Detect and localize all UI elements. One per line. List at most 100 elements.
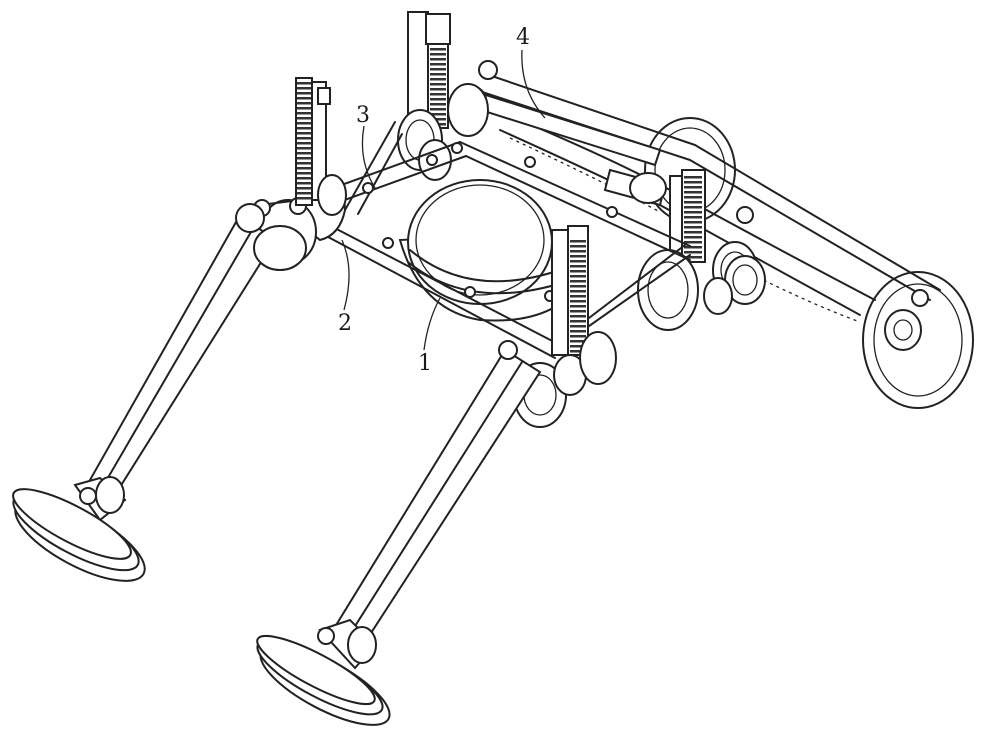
rear-gear-wheels <box>397 83 766 331</box>
rack-tooth <box>570 310 586 313</box>
front-left-rack-post <box>295 77 331 206</box>
rack-tooth <box>684 246 702 249</box>
rack-tooth <box>570 285 586 288</box>
rack-tooth <box>684 176 702 179</box>
rack-tooth <box>297 82 311 85</box>
rack-tooth <box>297 162 311 165</box>
callout-2: 2 <box>338 239 352 336</box>
left-suction-foot <box>12 488 146 582</box>
right-front-suction-foot <box>256 634 391 726</box>
rack-tooth <box>297 137 311 140</box>
rack-tooth <box>430 73 446 76</box>
rack-tooth <box>297 182 311 185</box>
rack-tooth <box>297 172 311 175</box>
rack-tooth <box>570 245 586 248</box>
rack-tooth <box>297 157 311 160</box>
rack-tooth <box>430 63 446 66</box>
rack-tooth <box>430 98 446 101</box>
rack-tooth <box>684 231 702 234</box>
rack-tooth <box>570 295 586 298</box>
front-gear-wheels <box>317 174 617 428</box>
rack-tooth <box>570 315 586 318</box>
rear-left-rack-post <box>407 11 451 129</box>
rack-tooth <box>297 117 311 120</box>
rack-tooth <box>297 107 311 110</box>
callout-1: 1 <box>418 297 441 376</box>
rack-tooth <box>297 197 311 200</box>
front-right-rack-post <box>551 225 589 356</box>
rack-tooth <box>430 108 446 111</box>
right-front-leg <box>317 340 542 670</box>
rack-tooth <box>570 340 586 343</box>
rack-tooth <box>297 152 311 155</box>
rack-tooth <box>570 330 586 333</box>
rack-tooth <box>430 58 446 61</box>
rack-tooth <box>684 236 702 239</box>
rack-tooth <box>684 211 702 214</box>
rack-tooth <box>430 93 446 96</box>
rack-tooth <box>684 186 702 189</box>
rack-tooth <box>570 275 586 278</box>
label-2: 2 <box>338 311 352 336</box>
rack-tooth <box>297 102 311 105</box>
rack-tooth <box>430 68 446 71</box>
rack-tooth <box>684 241 702 244</box>
rack-tooth <box>684 191 702 194</box>
rack-tooth <box>684 256 702 259</box>
rack-tooth <box>570 300 586 303</box>
rack-tooth <box>430 88 446 91</box>
rack-tooth <box>297 142 311 145</box>
central-body-1 <box>398 179 587 322</box>
rack-tooth <box>430 118 446 121</box>
rack-tooth <box>297 177 311 180</box>
rack-tooth <box>430 53 446 56</box>
rack-tooth <box>570 280 586 283</box>
rack-tooth <box>570 240 586 243</box>
rack-tooth <box>297 192 311 195</box>
rack-tooth <box>684 226 702 229</box>
rack-tooth <box>570 335 586 338</box>
right-suction-cup <box>862 271 974 409</box>
rack-tooth <box>570 250 586 253</box>
rack-tooth <box>297 92 311 95</box>
rack-tooth <box>430 48 446 51</box>
rack-tooth <box>297 147 311 150</box>
rack-tooth <box>570 255 586 258</box>
rack-tooth <box>297 167 311 170</box>
rack-tooth <box>684 221 702 224</box>
label-3: 3 <box>356 103 370 128</box>
rack-tooth <box>570 270 586 273</box>
rack-tooth <box>684 201 702 204</box>
rack-tooth <box>684 251 702 254</box>
rack-tooth <box>297 187 311 190</box>
rack-tooth <box>570 350 586 353</box>
callout-4: 4 <box>516 25 546 119</box>
rack-tooth <box>684 181 702 184</box>
rack-tooth <box>297 132 311 135</box>
left-leg <box>73 203 307 522</box>
rack-tooth <box>684 216 702 219</box>
rack-tooth <box>570 265 586 268</box>
label-1: 1 <box>418 351 432 376</box>
rack-tooth <box>570 290 586 293</box>
rack-tooth <box>684 206 702 209</box>
rack-tooth <box>430 103 446 106</box>
rack-tooth <box>430 78 446 81</box>
rack-tooth <box>297 97 311 100</box>
callout-3: 3 <box>356 103 376 189</box>
rack-tooth <box>570 320 586 323</box>
rack-tooth <box>297 112 311 115</box>
rack-tooth <box>297 127 311 130</box>
rear-right-rack-post <box>669 169 706 263</box>
rack-tooth <box>430 113 446 116</box>
rack-tooth <box>570 325 586 328</box>
rack-tooth <box>297 87 311 90</box>
rack-tooth <box>570 260 586 263</box>
rack-tooth <box>430 83 446 86</box>
rack-tooth <box>570 345 586 348</box>
label-4: 4 <box>516 25 530 50</box>
rack-tooth <box>570 305 586 308</box>
rack-tooth <box>684 196 702 199</box>
rack-tooth <box>297 122 311 125</box>
